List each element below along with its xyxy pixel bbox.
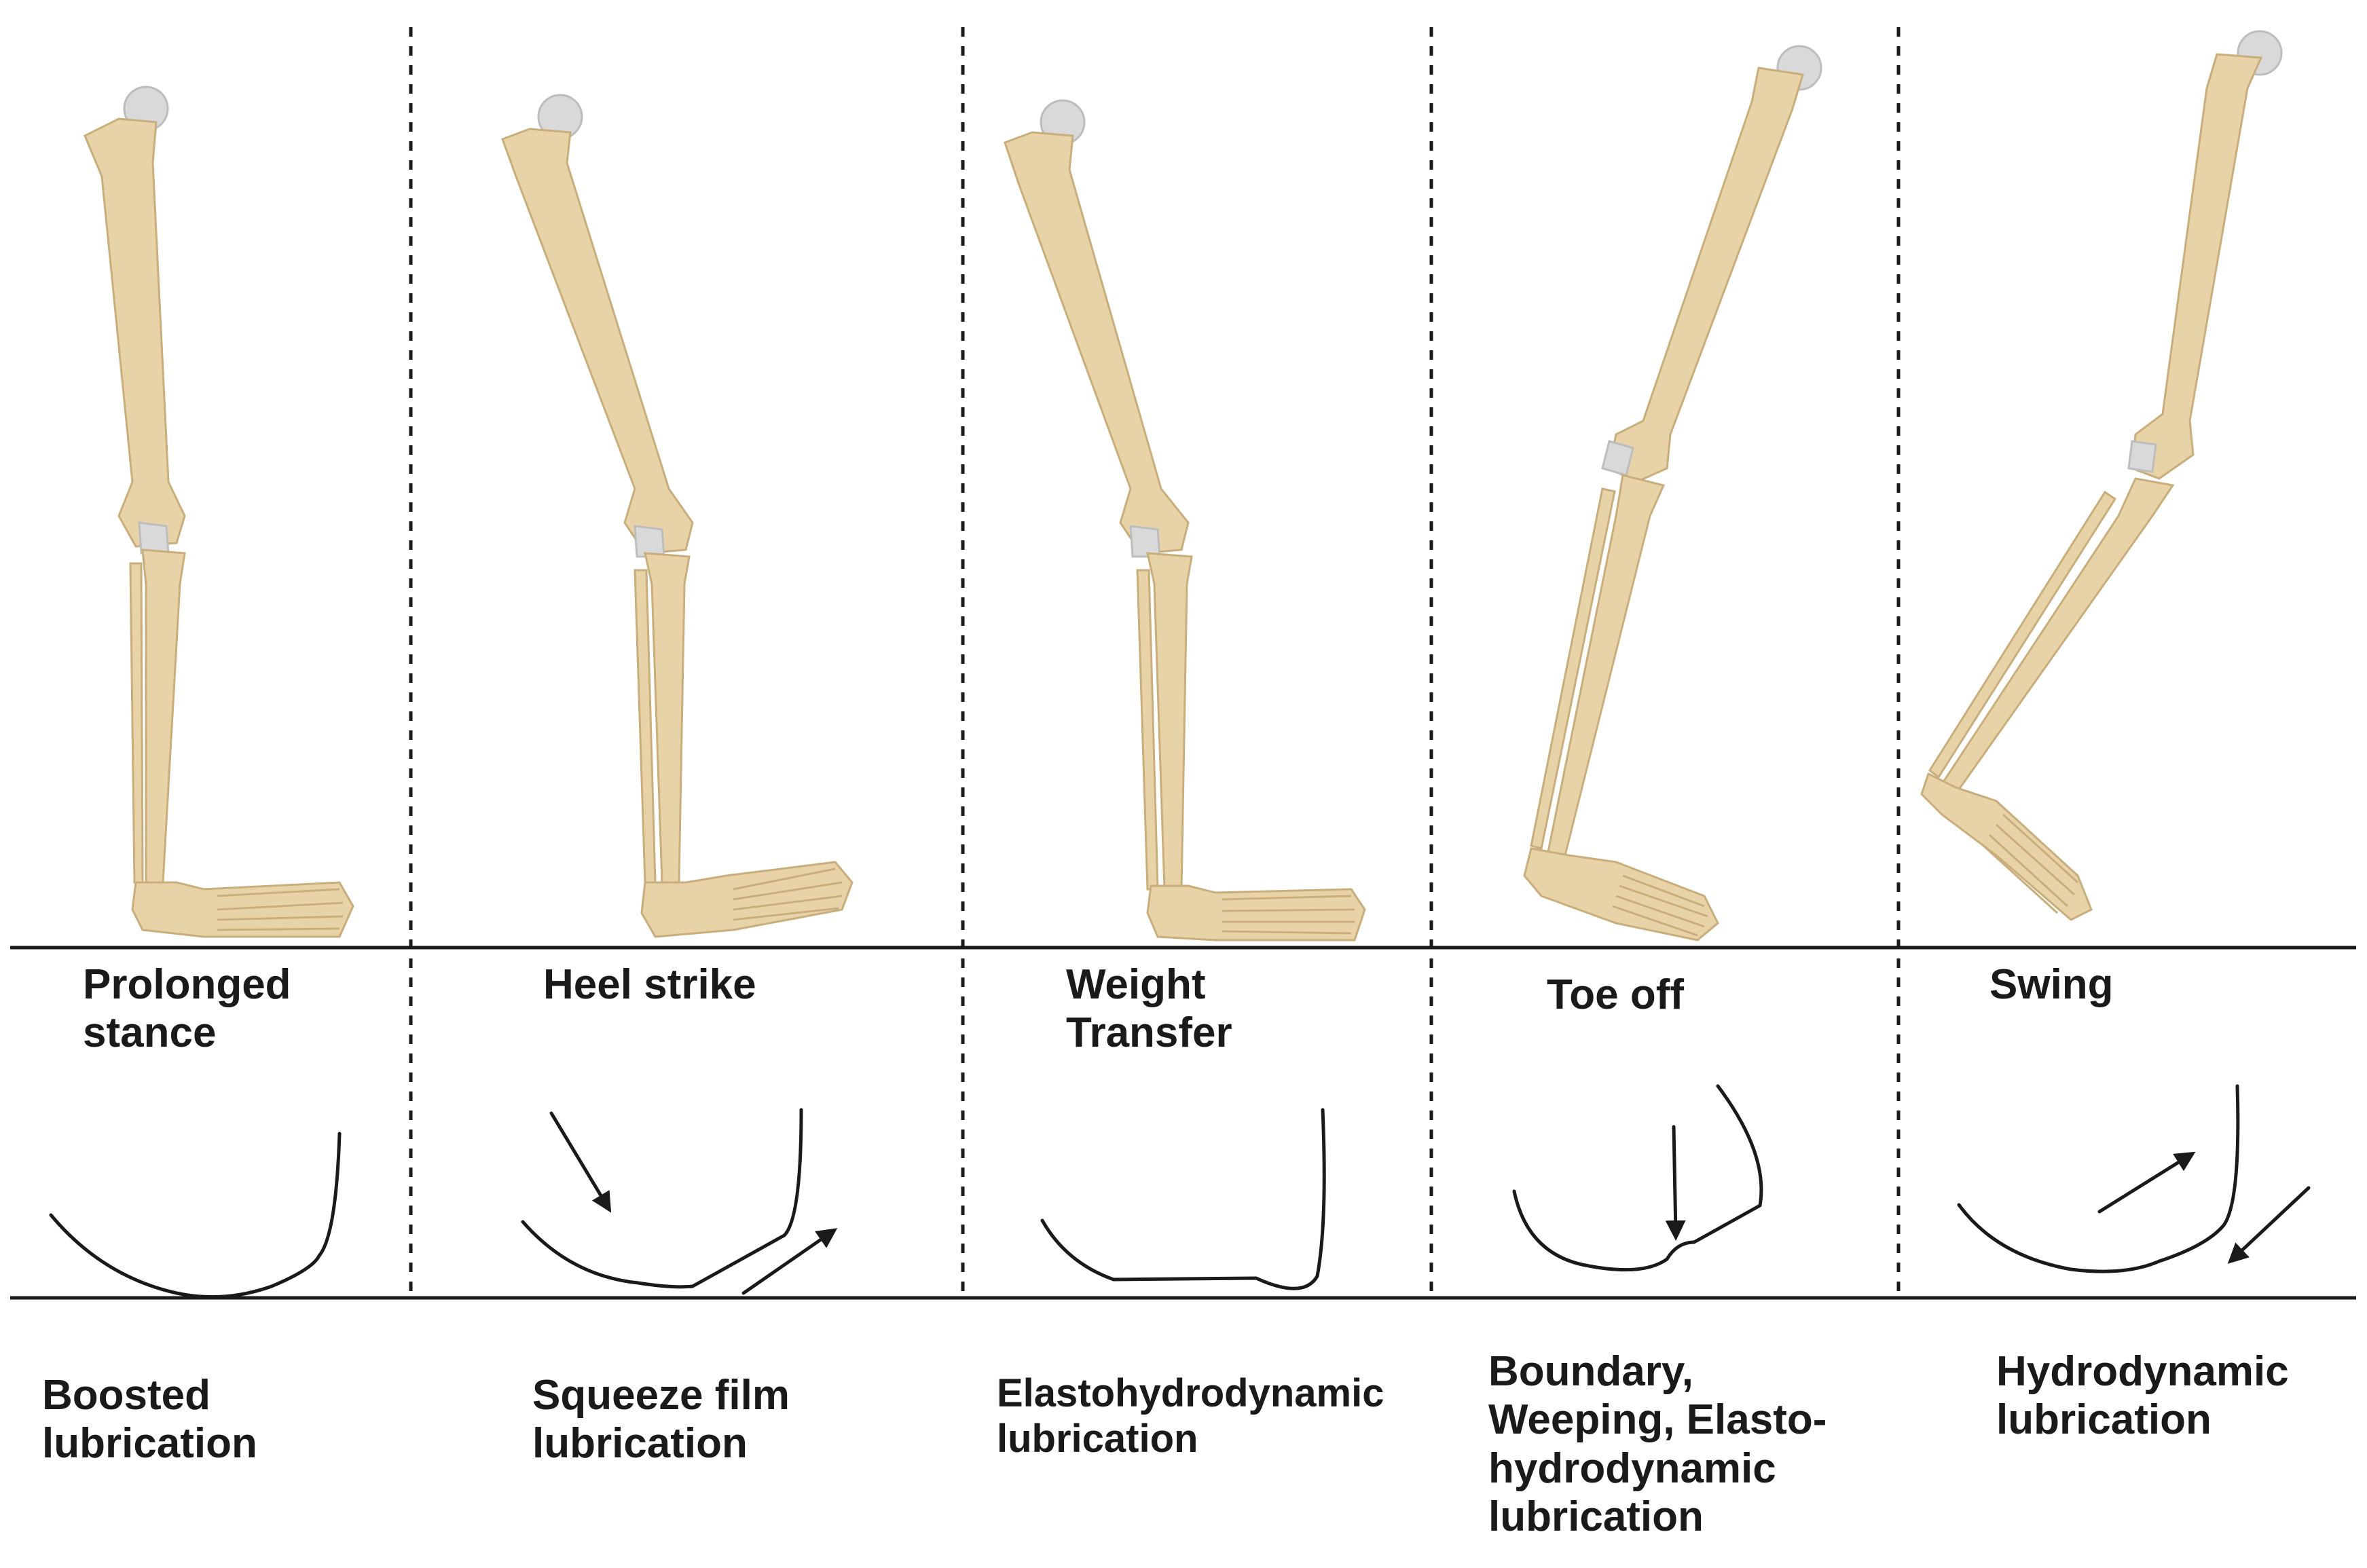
foot bbox=[1920, 772, 2093, 921]
phase-label-swing: Swing bbox=[1989, 961, 2114, 1008]
curve-weight-transfer bbox=[1040, 1108, 1326, 1290]
foot bbox=[1523, 847, 1719, 941]
leg-skeleton-weight-transfer bbox=[1004, 99, 1366, 941]
femur bbox=[84, 117, 186, 548]
fibula bbox=[1530, 487, 1616, 850]
lubrication-label-elastohydrodynamic: Elastohydrodynamic lubrication bbox=[997, 1371, 1384, 1461]
femur bbox=[1004, 131, 1190, 555]
patella bbox=[2127, 440, 2157, 473]
lubrication-label-boundary-weeping: Boundary, Weeping, Elasto- hydrodynamic … bbox=[1488, 1348, 1827, 1540]
arrow-swing-down bbox=[2227, 1186, 2311, 1264]
patella bbox=[1129, 525, 1161, 558]
phase-label-prolonged-stance: Prolonged stance bbox=[83, 961, 291, 1057]
tibia bbox=[1940, 477, 2175, 796]
lubrication-label-squeeze-film: Squeeze film lubrication bbox=[532, 1372, 790, 1468]
lubrication-label-hydrodynamic: Hydrodynamic lubrication bbox=[1996, 1348, 2289, 1444]
column-dividers bbox=[409, 27, 1901, 1293]
curve-swing bbox=[1957, 1084, 2240, 1273]
curve-heel-strike bbox=[521, 1108, 803, 1289]
arrow-swing-up bbox=[2097, 1151, 2196, 1214]
patella bbox=[1601, 440, 1634, 477]
foot bbox=[1146, 884, 1366, 941]
leg-skeleton-prolonged-stance bbox=[84, 86, 354, 938]
phase-label-heel-strike: Heel strike bbox=[543, 961, 756, 1008]
patella bbox=[634, 525, 665, 558]
curve-toe-off bbox=[1512, 1084, 1763, 1272]
femur bbox=[2131, 53, 2263, 480]
tibia bbox=[141, 548, 186, 884]
foot bbox=[640, 861, 854, 938]
phase-label-toe-off: Toe off bbox=[1547, 971, 1685, 1018]
leg-skeleton-swing bbox=[1920, 30, 2283, 921]
fibula bbox=[1928, 490, 2117, 779]
patella bbox=[138, 521, 170, 555]
arrow-heel-strike-up bbox=[741, 1228, 838, 1295]
femur bbox=[501, 128, 694, 555]
arrow-toe-off-down bbox=[1665, 1125, 1686, 1241]
lubrication-label-boosted: Boosted lubrication bbox=[42, 1372, 257, 1468]
leg-skeleton-heel-strike bbox=[501, 94, 854, 938]
leg-skeleton-toe-off bbox=[1523, 45, 1822, 941]
curve-prolonged-stance bbox=[49, 1132, 342, 1299]
foot bbox=[131, 881, 354, 938]
femur bbox=[1608, 67, 1804, 483]
fibula bbox=[129, 562, 144, 884]
phase-label-weight-transfer: Weight Transfer bbox=[1066, 961, 1232, 1057]
arrow-heel-strike-down bbox=[549, 1111, 612, 1213]
